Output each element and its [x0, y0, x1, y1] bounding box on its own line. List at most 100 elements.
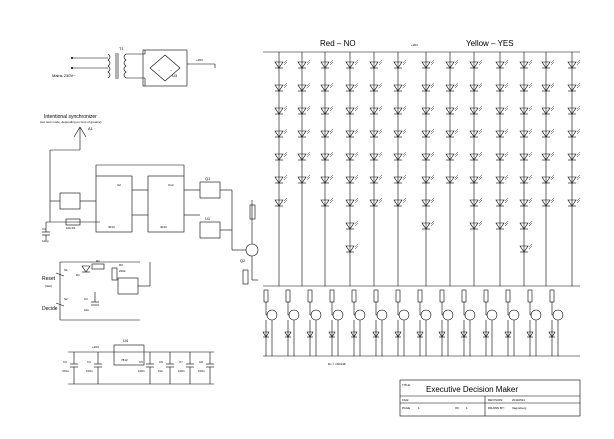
led: [369, 130, 379, 138]
mains-label: Mains 230V~: [52, 73, 76, 78]
led: [297, 61, 307, 69]
led: [274, 176, 284, 184]
antenna-symbol: [49, 126, 87, 222]
drawn-by-field-label: DRAWN BY:: [488, 406, 505, 410]
of-value: 1: [466, 406, 468, 410]
diode-d1: [81, 265, 91, 273]
driver-transistor: [482, 289, 498, 356]
led: [445, 130, 455, 138]
led: [541, 199, 551, 207]
led: [567, 153, 577, 161]
led: [393, 61, 403, 69]
led-column: [541, 52, 555, 286]
led: [421, 61, 431, 69]
red-no-label: Red – NO: [320, 39, 356, 48]
led: [469, 107, 479, 115]
rail-top-label: +26V: [196, 58, 203, 62]
led: [320, 61, 330, 69]
led: [345, 222, 355, 230]
led-rail-label: +26V: [411, 43, 418, 47]
led: [495, 222, 505, 230]
capacitor-value: 100n: [138, 369, 145, 373]
ic-u12: [147, 175, 185, 233]
r3-value: 220k: [119, 269, 126, 273]
antenna-title: Intentional synchronizer: [44, 114, 97, 120]
led: [519, 61, 529, 69]
led: [567, 176, 577, 184]
led: [519, 130, 529, 138]
led: [445, 84, 455, 92]
title-field-label: TITLE: [402, 383, 410, 387]
led: [421, 153, 431, 161]
led: [519, 199, 529, 207]
led: [345, 199, 355, 207]
led: [345, 153, 355, 161]
led: [445, 176, 455, 184]
capacitor-label: C4: [87, 360, 91, 364]
led: [519, 245, 529, 253]
led: [369, 107, 379, 115]
led: [369, 199, 379, 207]
led: [495, 199, 505, 207]
led-matrix: [262, 51, 581, 357]
d1-label: D1: [76, 273, 80, 277]
led: [567, 84, 577, 92]
revision-value: 20110511: [512, 398, 525, 402]
capacitor: C5 100n: [138, 352, 154, 384]
led: [393, 176, 403, 184]
led: [393, 153, 403, 161]
driver-transistor: [548, 289, 564, 356]
q2-label: Q2: [240, 258, 246, 263]
c2-label: C2: [84, 297, 88, 301]
s2-label: S2: [64, 297, 68, 301]
driver-transistor: [394, 289, 410, 356]
led: [495, 107, 505, 115]
ic1-part: 4013: [108, 225, 115, 229]
led: [274, 107, 284, 115]
led: [541, 84, 551, 92]
led: [541, 107, 551, 115]
led: [345, 61, 355, 69]
led: [469, 130, 479, 138]
u1-label: U1: [205, 216, 211, 221]
transformer-symbol: [107, 53, 127, 79]
led: [274, 199, 284, 207]
s1-label: S1: [64, 268, 68, 272]
led: [393, 84, 403, 92]
led: [369, 176, 379, 184]
drawing-title: Executive Decision Maker: [426, 385, 518, 394]
driver-transistor: [438, 289, 454, 356]
q2-driver: [232, 200, 259, 285]
led: [345, 84, 355, 92]
svg-text:~: ~: [158, 68, 161, 73]
capacitor-label: C7: [179, 360, 183, 364]
led: [393, 107, 403, 115]
led-column: [393, 52, 407, 286]
capacitor-value: 100n: [86, 369, 93, 373]
led: [421, 222, 431, 230]
driver-transistor: [306, 289, 322, 356]
diode-note: Dx = 1N4148: [328, 362, 346, 366]
led: [541, 153, 551, 161]
led: [274, 153, 284, 161]
driver-transistor: [284, 289, 300, 356]
r1-label: 10k R1: [66, 226, 76, 230]
driver-transistor: [350, 289, 366, 356]
led: [297, 107, 307, 115]
capacitor-label: C5: [139, 360, 143, 364]
led-column: [469, 52, 483, 286]
file-field-label: FILE:: [402, 398, 409, 402]
led: [320, 84, 330, 92]
driver-transistor: [460, 289, 476, 356]
r3-label: R3: [119, 263, 123, 267]
led: [345, 245, 355, 253]
u4-part: 7812: [121, 358, 128, 362]
reset-label: Reset: [42, 276, 56, 282]
u2-label: U2: [117, 183, 121, 187]
led: [541, 176, 551, 184]
